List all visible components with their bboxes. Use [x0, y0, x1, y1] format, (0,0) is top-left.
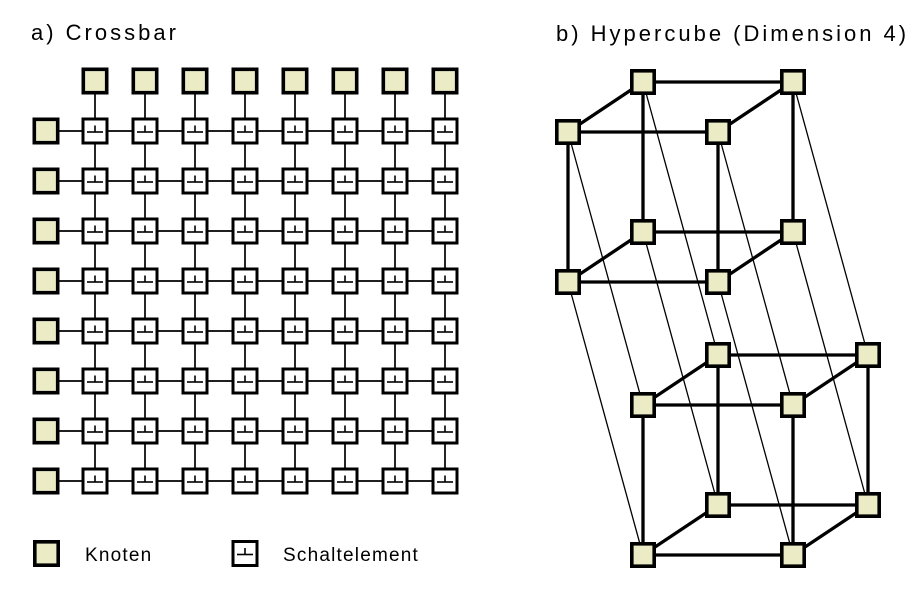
hypercube-node [629, 541, 656, 568]
hypercube-node [704, 341, 731, 368]
hypercube-dim4-edge [567, 131, 644, 406]
crossbar-top-node [131, 67, 159, 95]
legend-node-symbol [32, 539, 60, 567]
panel-a-title: a) Crossbar [31, 20, 179, 45]
switch-element [231, 467, 259, 495]
crossbar-left-node [32, 367, 60, 395]
crossbar-top-node [381, 67, 409, 95]
hypercube-node [629, 391, 656, 418]
hypercube-dim4-edge [792, 231, 869, 506]
hypercube-node [854, 341, 881, 368]
hypercube-node [554, 268, 581, 295]
hypercube-node [629, 69, 656, 96]
panel-b-title: b) Hypercube (Dimension 4) [556, 21, 910, 46]
crossbar-left-node [32, 117, 60, 145]
hypercube-dim4-edge [567, 281, 644, 556]
hypercube-node [854, 491, 881, 518]
hypercube-dim4-edge [792, 81, 869, 356]
switch-element [181, 367, 209, 395]
crossbar-top-node [181, 67, 209, 95]
hypercube-node [629, 219, 656, 246]
switch-element [381, 417, 409, 445]
hypercube-node [779, 391, 806, 418]
crossbar-left-node [32, 467, 60, 495]
hypercube-dim4-edge [717, 131, 794, 406]
crossbar-left-node [32, 317, 60, 345]
crossbar-top-node [231, 67, 259, 95]
hypercube-node [779, 541, 806, 568]
switch-element [131, 267, 159, 295]
switch-element [231, 267, 259, 295]
switch-element [381, 317, 409, 345]
switch-element [81, 417, 109, 445]
switch-element [431, 417, 459, 445]
crossbar-top-node [431, 67, 459, 95]
hypercube-dim4-edge [642, 81, 719, 356]
hypercube-dim4-edge [642, 231, 719, 506]
switch-element [131, 317, 159, 345]
switch-element [381, 267, 409, 295]
hypercube-dim4-edge [717, 281, 794, 556]
switch-element [131, 417, 159, 445]
switch-element [431, 267, 459, 295]
hypercube-node [704, 268, 731, 295]
switch-element [281, 317, 309, 345]
crossbar-top-node [81, 67, 109, 95]
hypercube-node [704, 491, 731, 518]
crossbar-left-node [32, 267, 60, 295]
legend-label-schaltelement: Schaltelement [283, 545, 420, 566]
legend-label-knoten: Knoten [85, 545, 153, 566]
switch-element [281, 467, 309, 495]
hypercube-node [779, 69, 806, 96]
hypercube-node [779, 219, 806, 246]
crossbar-top-node [331, 67, 359, 95]
crossbar-left-node [32, 217, 60, 245]
hypercube-node [554, 119, 581, 146]
switch-element [381, 367, 409, 395]
crossbar-top-node [281, 67, 309, 95]
switch-element [131, 217, 159, 245]
switch-element [131, 117, 159, 145]
hypercube-node [704, 119, 731, 146]
switch-element [331, 167, 359, 195]
crossbar-left-node [32, 417, 60, 445]
crossbar-left-node [32, 167, 60, 195]
